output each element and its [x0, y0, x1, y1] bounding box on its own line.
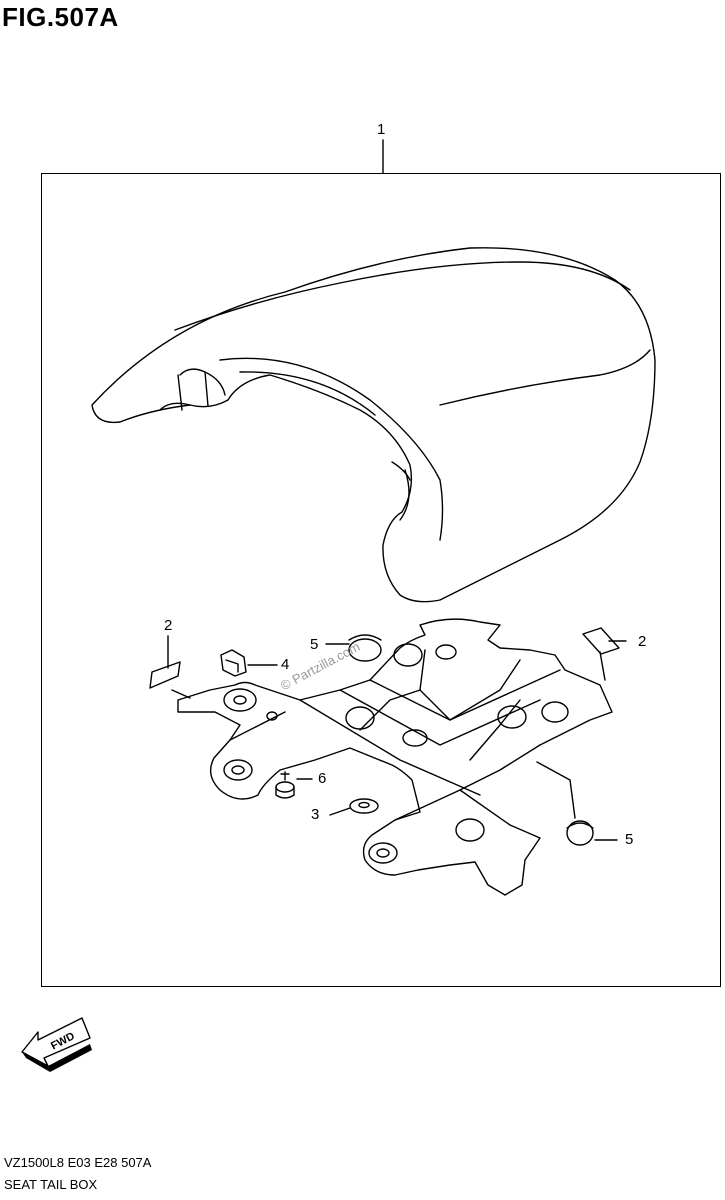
footer-description: SEAT TAIL BOX — [4, 1177, 98, 1192]
callout-1[interactable]: 1 — [377, 121, 386, 138]
pad-part-2-right[interactable] — [582, 627, 620, 655]
callout-3[interactable]: 3 — [311, 806, 320, 823]
cushion-part-5-upper[interactable] — [348, 634, 382, 662]
cushion-part-5-lower[interactable] — [566, 820, 594, 846]
callout-4[interactable]: 4 — [281, 656, 290, 673]
footer-model-line: VZ1500L8 E03 E28 507A — [4, 1155, 152, 1170]
callout-2-left[interactable]: 2 — [164, 617, 173, 634]
bolt-part-6[interactable] — [275, 771, 295, 799]
figure-title: FIG.507A — [2, 2, 119, 32]
pad-part-2-left[interactable] — [149, 661, 181, 689]
callout-5-lower[interactable]: 5 — [625, 831, 634, 848]
seat-tail-cover[interactable] — [91, 247, 656, 603]
callout-2-right[interactable]: 2 — [638, 633, 647, 650]
callout-6[interactable]: 6 — [318, 770, 327, 787]
seat-base-frame[interactable] — [177, 618, 613, 896]
washer-part-3[interactable] — [349, 798, 379, 814]
clip-nut-part-4[interactable] — [220, 649, 247, 677]
diagram-frame — [41, 173, 721, 987]
callout-5-upper[interactable]: 5 — [310, 636, 319, 653]
fwd-arrow-icon: FWD — [21, 1017, 92, 1072]
leader-lines — [167, 635, 627, 841]
